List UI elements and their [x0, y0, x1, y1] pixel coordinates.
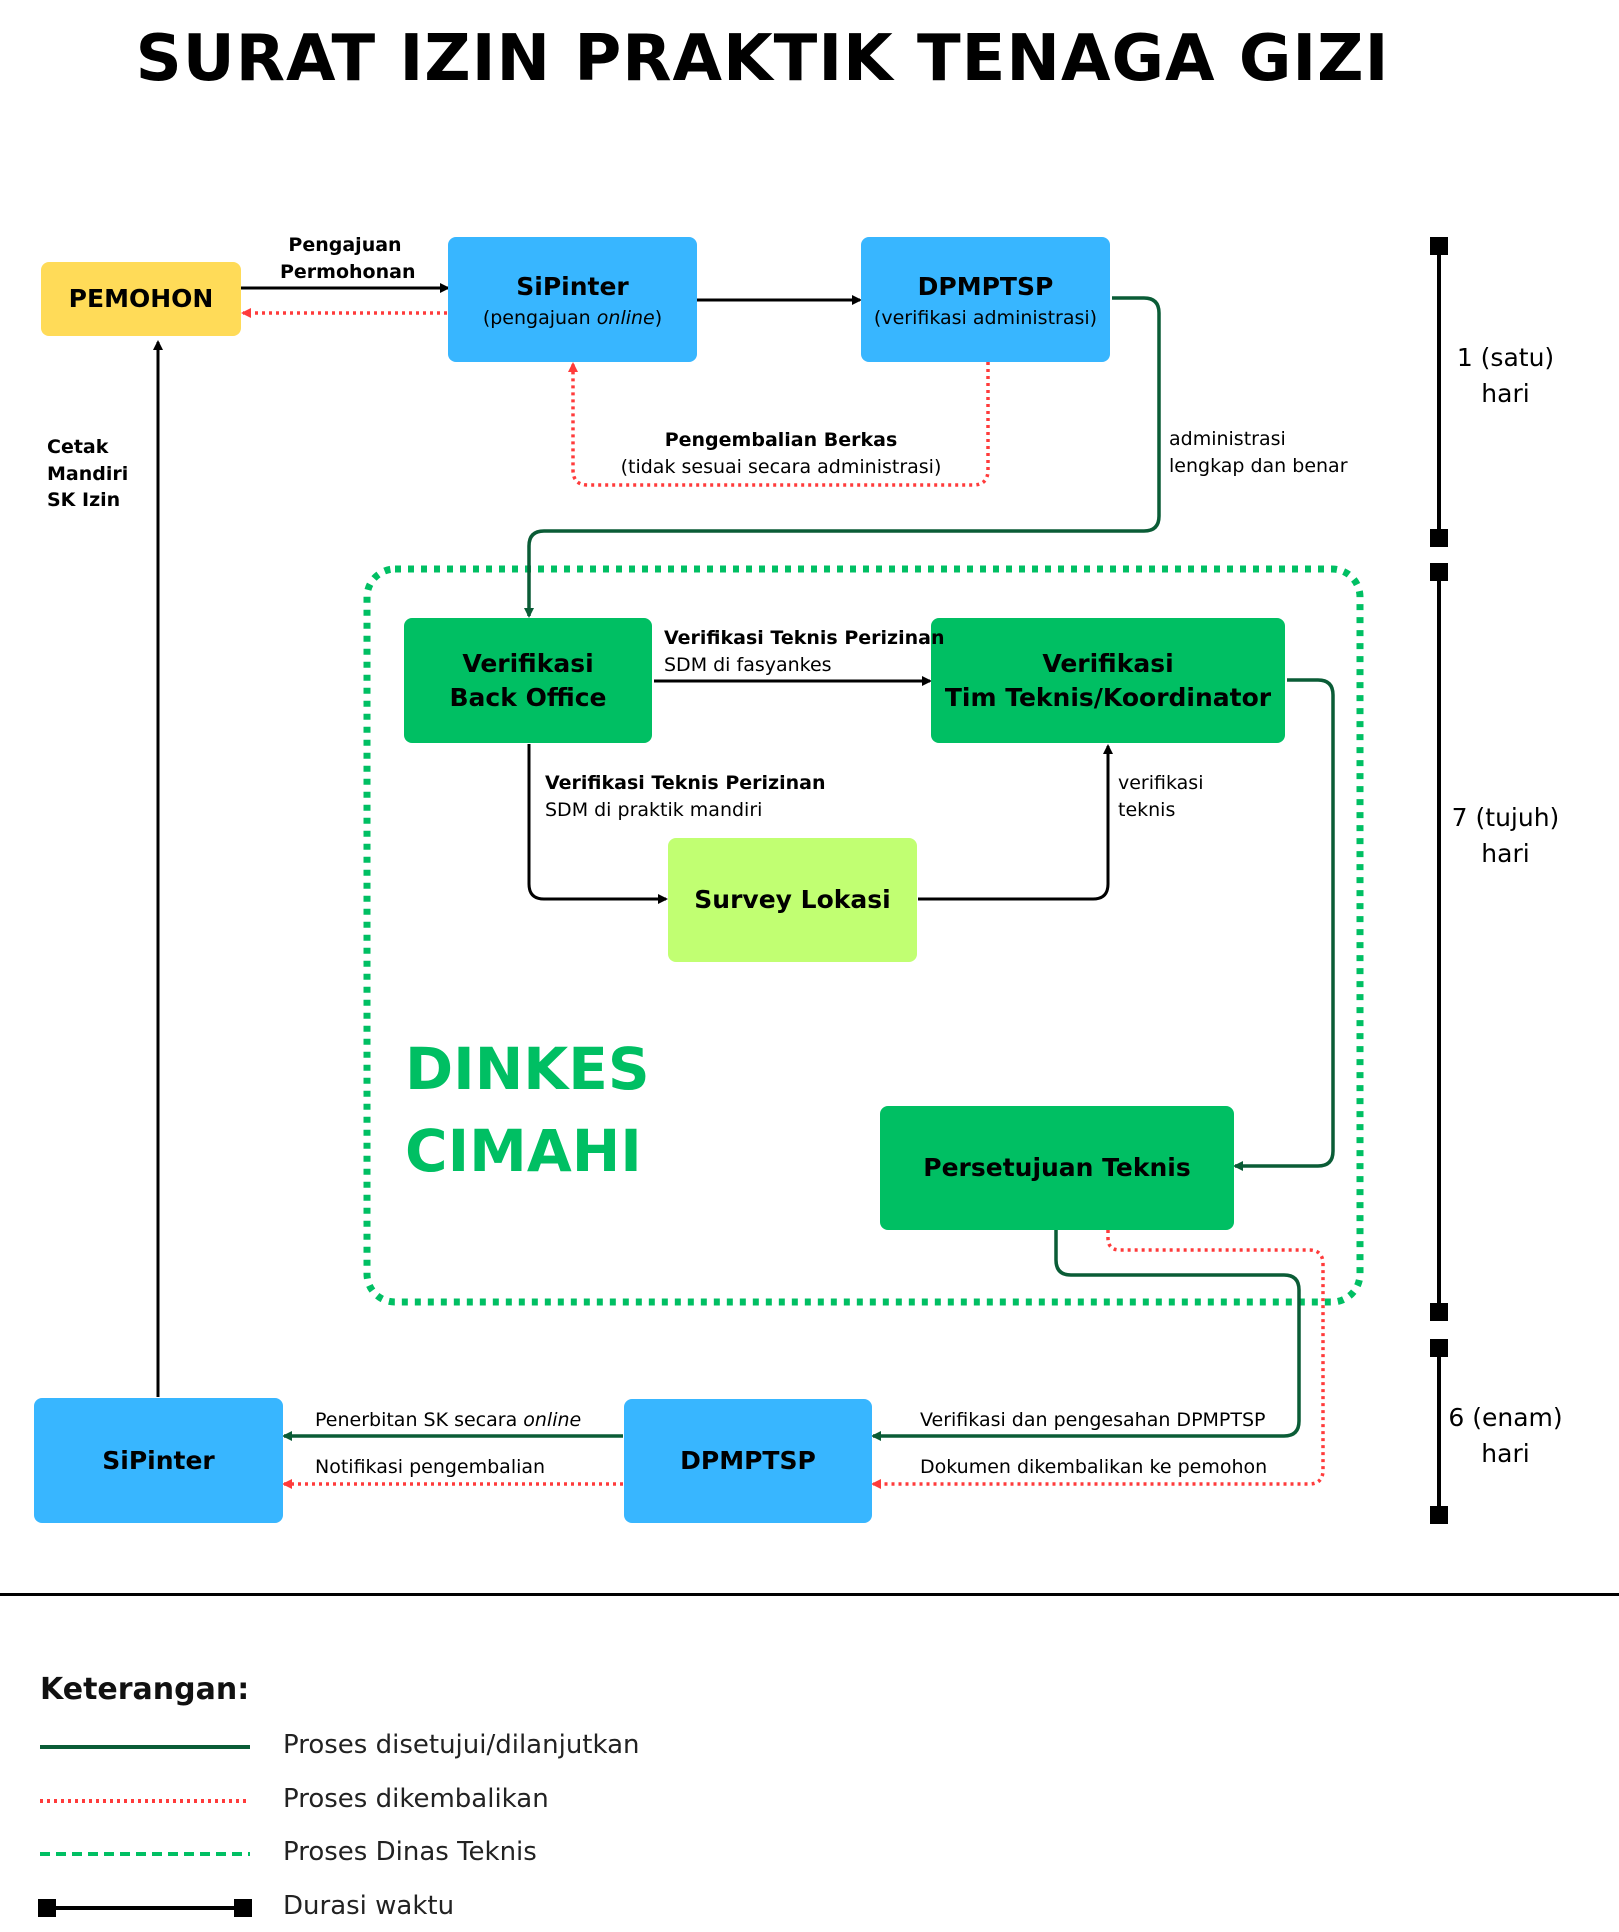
node-tim-teknis: Verifikasi Tim Teknis/Koordinator	[931, 618, 1285, 743]
node-sipinter-top-name: SiPinter	[516, 271, 629, 301]
node-back-office-line2: Back Office	[449, 682, 607, 712]
node-dpmptsp-bottom: DPMPTSP	[624, 1399, 872, 1523]
node-survey-lokasi-label: Survey Lokasi	[694, 885, 891, 915]
legend-duration-line	[38, 1899, 252, 1917]
duration-label-3: 6 (enam) hari	[1448, 1403, 1563, 1469]
label-vt-fasyankes: Verifikasi Teknis Perizinan SDM di fasya…	[664, 627, 945, 676]
duration-bar-1	[1430, 237, 1448, 547]
node-tim-teknis-line2: Tim Teknis/Koordinator	[944, 682, 1272, 712]
node-dpmptsp-top: DPMPTSP (verifikasi administrasi)	[861, 237, 1110, 362]
arrow-verifikasi-pengesahan	[871, 1228, 1301, 1441]
duration-bar-3	[1430, 1339, 1448, 1524]
node-persetujuan-teknis: Persetujuan Teknis	[880, 1106, 1234, 1230]
arrow-verifikasi-teknis	[918, 744, 1113, 901]
arrow-dokumen-dikembalikan	[871, 1230, 1325, 1489]
arrow-tim-persetujuan	[1233, 678, 1335, 1171]
node-sipinter-top: SiPinter (pengajuan online)	[448, 237, 697, 362]
page-title: SURAT IZIN PRAKTIK TENAGA GIZI	[135, 22, 1390, 96]
duration-bar-2	[1430, 563, 1448, 1321]
label-administrasi: administrasi lengkap dan benar	[1169, 428, 1348, 477]
arrow-vt-mandiri	[527, 744, 668, 904]
arrow-administrasi-lengkap	[524, 296, 1161, 618]
legend-item-duration: Durasi waktu	[283, 1891, 455, 1921]
section-divider	[0, 1593, 1619, 1596]
node-back-office-line1: Verifikasi	[462, 648, 594, 678]
arrow-pengembalian-berkas	[568, 362, 990, 487]
duration-label-1: 1 (satu) hari	[1456, 343, 1555, 409]
dinkes-group-border	[363, 565, 1364, 1306]
duration-label-2: 7 (tujuh) hari	[1451, 803, 1560, 869]
node-pemohon: PEMOHON	[41, 262, 241, 336]
node-dpmptsp-bottom-label: DPMPTSP	[680, 1446, 816, 1476]
label-notifikasi: Notifikasi pengembalian	[315, 1456, 546, 1478]
node-tim-teknis-line1: Verifikasi	[1042, 648, 1174, 678]
node-pemohon-label: PEMOHON	[68, 284, 214, 314]
label-pengajuan: Pengajuan Permohonan	[280, 234, 416, 283]
node-sipinter-top-sub: (pengajuan online)	[482, 307, 663, 330]
label-verifikasi-pengesahan: Verifikasi dan pengesahan DPMPTSP	[920, 1409, 1266, 1431]
node-dpmptsp-top-name: DPMPTSP	[917, 271, 1054, 301]
node-sipinter-bottom: SiPinter	[34, 1398, 283, 1523]
label-penerbitan-sk: Penerbitan SK secara online	[315, 1409, 582, 1431]
node-persetujuan-teknis-label: Persetujuan Teknis	[923, 1153, 1191, 1183]
node-survey-lokasi: Survey Lokasi	[668, 838, 917, 962]
label-vt-mandiri: Verifikasi Teknis Perizinan SDM di prakt…	[545, 772, 826, 821]
legend-title: Keterangan:	[40, 1672, 250, 1707]
label-pengembalian-berkas: Pengembalian Berkas (tidak sesuai secara…	[620, 429, 942, 478]
node-dpmptsp-top-sub: (verifikasi administrasi)	[873, 307, 1098, 330]
legend-item-approved: Proses disetujui/dilanjutkan	[283, 1730, 640, 1760]
node-back-office: Verifikasi Back Office	[404, 618, 652, 743]
label-cetak-mandiri: Cetak Mandiri SK Izin	[47, 436, 129, 512]
group-label-dinkes: DINKES CIMAHI	[405, 1035, 650, 1185]
legend-item-dinas: Proses Dinas Teknis	[283, 1837, 537, 1867]
label-verifikasi-teknis: verifikasi teknis	[1118, 772, 1204, 821]
legend-item-returned: Proses dikembalikan	[283, 1784, 549, 1814]
label-dokumen-dikembalikan: Dokumen dikembalikan ke pemohon	[920, 1456, 1268, 1478]
node-sipinter-bottom-label: SiPinter	[102, 1445, 215, 1475]
